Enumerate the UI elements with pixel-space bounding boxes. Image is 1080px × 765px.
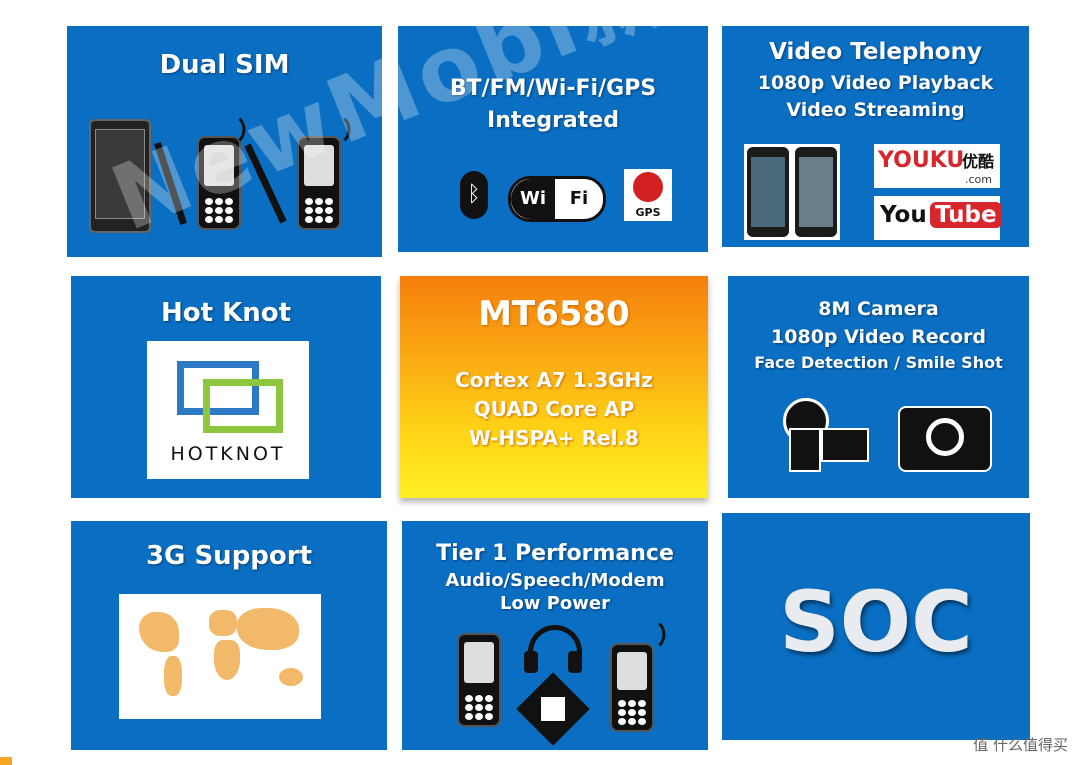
arrow-icon [154, 141, 187, 226]
chip-spec-line1: Cortex A7 1.3GHz [455, 368, 653, 392]
hotknot-logo: HOTKNOT [147, 341, 309, 479]
tile-camera: 8M Camera 1080p Video Record Face Detect… [728, 276, 1029, 498]
gps-label: GPS [635, 206, 661, 219]
wifi-label-a: Wi [511, 179, 555, 219]
hotknot-title: Hot Knot [160, 298, 292, 328]
orange-corner-mark [0, 757, 12, 765]
tile-mt6580: MT6580 Cortex A7 1.3GHz QUAD Core AP W-H… [400, 276, 708, 498]
connectivity-line2: Integrated [487, 108, 619, 133]
camera-icon [898, 406, 992, 472]
tile-connectivity: BT/FM/Wi-Fi/GPS Integrated ᛒ Wi Fi GPS [398, 26, 708, 252]
video-line2: 1080p Video Playback [757, 72, 994, 94]
arrow-icon [244, 143, 287, 224]
corner-watermark: 值 什么值得买 [973, 736, 1068, 754]
gps-icon: GPS [624, 169, 672, 221]
chip-title: MT6580 [478, 294, 630, 334]
chip-spec-line3: W-HSPA+ Rel.8 [469, 426, 639, 450]
feature-phone-icon [457, 633, 501, 727]
feature-phone-icon [197, 136, 241, 230]
tile-video: Video Telephony 1080p Video Playback Vid… [722, 26, 1029, 247]
camera-line3: Face Detection / Smile Shot [754, 353, 1003, 372]
world-map-image [119, 594, 321, 719]
video-call-phones-image [744, 144, 840, 240]
chip-spec-line2: QUAD Core AP [473, 397, 635, 421]
dual-sim-title: Dual SIM [159, 50, 290, 80]
tile-hotknot: Hot Knot HOTKNOT [71, 276, 381, 498]
hotknot-logo-text: HOTKNOT [170, 443, 286, 465]
youtube-logo: You Tube [874, 196, 1002, 240]
wifi-label-b: Fi [569, 188, 589, 209]
headphones-icon [524, 625, 582, 675]
video-line1: Video Telephony [769, 39, 982, 65]
wifi-logo: Wi Fi [508, 176, 606, 222]
battery-burst-icon [516, 672, 590, 746]
video-line3: Video Streaming [786, 99, 965, 121]
tile-tier1: Tier 1 Performance Audio/Speech/Modem Lo… [402, 521, 708, 750]
tile-dual-sim: Dual SIM [67, 26, 382, 257]
tier1-line3: Low Power [499, 593, 610, 614]
tile-3g: 3G Support [71, 521, 387, 750]
tier1-line2: Audio/Speech/Modem [445, 570, 665, 591]
feature-phone-icon [610, 643, 654, 732]
feature-phone-icon [297, 136, 341, 230]
tier1-line1: Tier 1 Performance [436, 541, 674, 566]
tile-soc: SOC [722, 513, 1030, 740]
youku-logo: YOUKU 优酷 .com [874, 144, 1000, 188]
3g-title: 3G Support [145, 541, 313, 571]
camcorder-icon [783, 398, 869, 472]
signal-wave-icon [648, 622, 673, 647]
camera-line1: 8M Camera [818, 298, 939, 320]
smartphone-icon [89, 119, 151, 233]
soc-title: SOC [779, 573, 973, 671]
bluetooth-icon: ᛒ [460, 171, 488, 219]
connectivity-line1: BT/FM/Wi-Fi/GPS [449, 76, 657, 101]
camera-line2: 1080p Video Record [771, 326, 986, 348]
